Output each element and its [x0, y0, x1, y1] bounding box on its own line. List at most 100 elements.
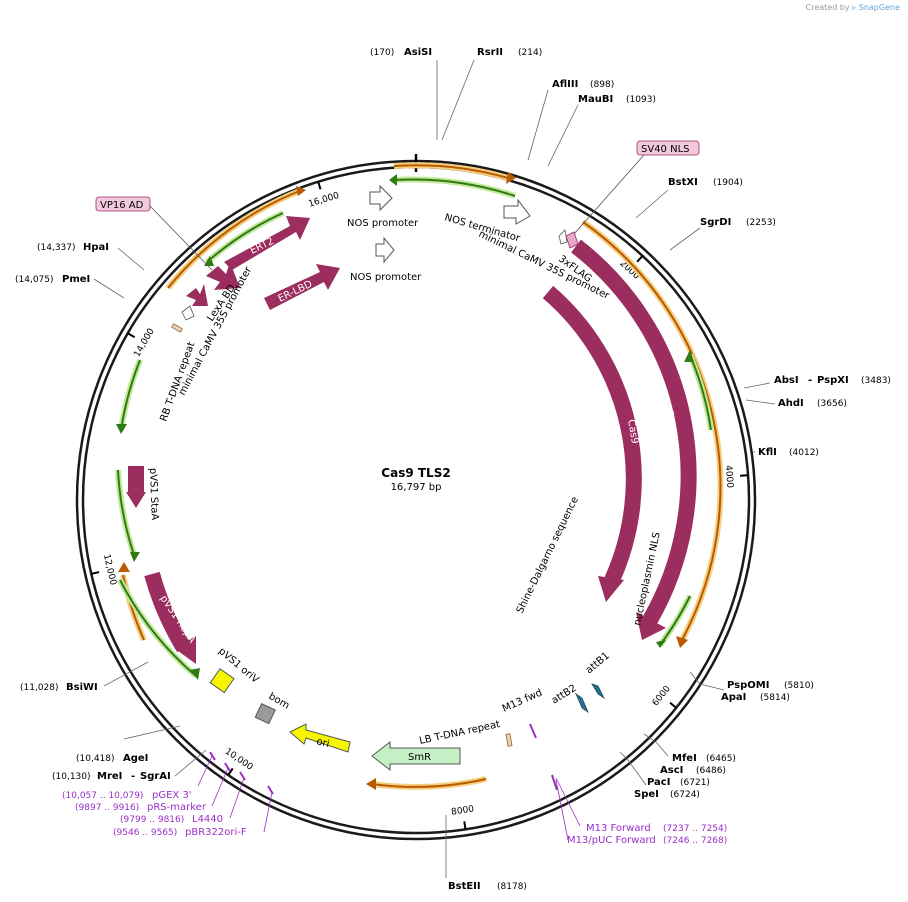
sv40-nls-tag — [636, 140, 700, 156]
feature-ert2 — [224, 216, 310, 270]
site-rsrii: RsrII — [477, 47, 503, 58]
site-ahdi-pos: (3656) — [817, 399, 847, 409]
backbone-outer — [75, 159, 757, 841]
primer-pbr322ori: pBR322ori-F — [185, 827, 247, 838]
primer-marks — [209, 751, 558, 795]
site-asisi: AsiSI — [404, 47, 432, 58]
feature-ul-orange — [167, 189, 303, 289]
site-hpai: HpaI — [83, 242, 109, 253]
ruler-tick-16000 — [317, 181, 322, 190]
ruler-label-8000: 8000 — [451, 804, 475, 817]
site-sgrdi: SgrDI — [700, 217, 731, 228]
label-attb1: attB1 — [584, 650, 612, 676]
site-bsiwi-pos: (11,028) — [20, 683, 59, 693]
site-kfli-pos: (4012) — [789, 448, 819, 458]
feature-left-green-3 — [119, 579, 197, 677]
site-maubi-pos: (1093) — [626, 95, 656, 105]
vp16-ad-leader — [149, 205, 213, 271]
label-cas9-outer: Cas9 — [663, 409, 678, 435]
feature-bom — [254, 703, 276, 725]
plasmid-length: 16,797 bp — [391, 482, 442, 493]
label-ert2: ERT2 — [248, 236, 275, 257]
ruler-tick-6000 — [669, 701, 677, 709]
feature-cas9-inner — [542, 285, 642, 584]
plasmid-name: Cas9 TLS2 — [381, 466, 450, 480]
attb1-marker — [591, 683, 606, 700]
attb2-marker — [575, 692, 589, 714]
feature-cas9-outer — [571, 239, 697, 624]
site-sgrai: SgrAI — [140, 771, 171, 782]
cas9-outer-arrowhead — [636, 612, 666, 640]
feature-left-green-2-glow — [118, 358, 143, 431]
m13-fwd-marker — [529, 723, 537, 739]
feature-top-orange — [393, 164, 509, 179]
site-spei: SpeI — [634, 789, 659, 800]
primer-l4440: L4440 — [192, 814, 223, 825]
site-bstxi-pos: (1904) — [713, 178, 743, 188]
cas9-inner-arrowhead — [598, 576, 624, 602]
site-asci-pos: (6486) — [696, 766, 726, 776]
pvs1-repa-arrowhead — [174, 636, 196, 664]
label-attb2: attB2 — [550, 683, 579, 707]
site-mfei-pos: (6465) — [706, 754, 736, 764]
sv40-nls-marker — [565, 231, 579, 249]
label-nos-promoter-2: NOS promoter — [350, 272, 422, 283]
ruler-tick-14000 — [127, 332, 136, 339]
site-apai-pos: (5814) — [760, 693, 790, 703]
primer-pbr322ori-pos: (9546 .. 9565) — [113, 828, 177, 838]
ruler-label-12000: 12,000 — [101, 553, 118, 586]
primer-prs-marker-pos: (9897 .. 9916) — [75, 803, 139, 813]
ruler-tick-4000 — [740, 474, 749, 477]
rb-repeat-marker — [171, 323, 183, 333]
primer-labels: M13 Forward (7237 .. 7254) M13/pUC Forwa… — [62, 790, 727, 846]
primer-l4440-pos: (9799 .. 9816) — [120, 815, 184, 825]
label-lb-tdna: LB T-DNA repeat — [418, 719, 501, 747]
site-paci: PacI — [647, 777, 670, 788]
site-pspomi: PspOMI — [727, 680, 769, 691]
primer-m13-puc-forward: M13/pUC Forward — [567, 835, 656, 846]
feature-small-cds — [186, 284, 208, 306]
snapgene-logo-icon: ▹ — [852, 3, 857, 12]
lb-repeat-marker — [505, 733, 513, 747]
nos-promoter-2-arrow — [375, 236, 395, 264]
site-pspomi-pos: (5810) — [784, 681, 814, 691]
snapgene-credit: Created by ▹ SnapGene — [806, 3, 900, 12]
site-agei: AgeI — [123, 753, 148, 764]
primer-prs-marker: pRS-marker — [147, 802, 207, 813]
site-mrei: MreI — [97, 771, 122, 782]
lexa-promoter-marker — [181, 305, 195, 321]
label-ori: ori — [315, 736, 330, 750]
site-mfei: MfeI — [672, 753, 697, 764]
feature-left-green-1 — [117, 469, 135, 556]
credit-prefix: Created by — [805, 3, 850, 12]
site-bsiwi: BsiWI — [66, 682, 98, 693]
feature-bottom-orange — [371, 778, 487, 788]
site-hpai-pos: (14,337) — [37, 243, 76, 253]
site-spei-pos: (6724) — [670, 790, 700, 800]
label-shine-dalgarno: Shine-Dalgarno sequence — [515, 495, 581, 615]
site-pspxi: PspXI — [817, 375, 849, 386]
feature-ul-green — [206, 212, 284, 263]
primer-pgex3-pos: (10,057 .. 10,079) — [62, 791, 143, 801]
feature-ori — [289, 723, 351, 753]
site-pmei: PmeI — [62, 274, 90, 285]
restriction-sites: (170) AsiSI RsrII (214) AflIII (898) Mau… — [15, 47, 891, 892]
site-maubi: MauBI — [578, 94, 613, 105]
site-ahdi: AhdI — [778, 398, 804, 409]
primer-m13-puc-forward-pos: (7246 .. 7268) — [663, 836, 727, 846]
label-smr: SmR — [408, 752, 431, 763]
feature-right-orange — [582, 221, 722, 641]
ruler-tick-2000 — [636, 255, 644, 263]
label-minimal-camv-2: minimal CaMV 35S promoter — [177, 264, 255, 397]
site-bsteii-pos: (8178) — [497, 882, 527, 892]
site-bstxi: BstXI — [668, 177, 698, 188]
site-absi: AbsI — [774, 375, 799, 386]
feature-left-orange — [122, 574, 145, 641]
feature-pvs1-oriv — [209, 668, 235, 694]
site-asci: AscI — [660, 765, 683, 776]
primer-leaders — [197, 755, 581, 841]
feature-top-green — [394, 178, 516, 197]
flag-marker — [558, 229, 568, 245]
ruler-tick-10000 — [227, 767, 234, 776]
